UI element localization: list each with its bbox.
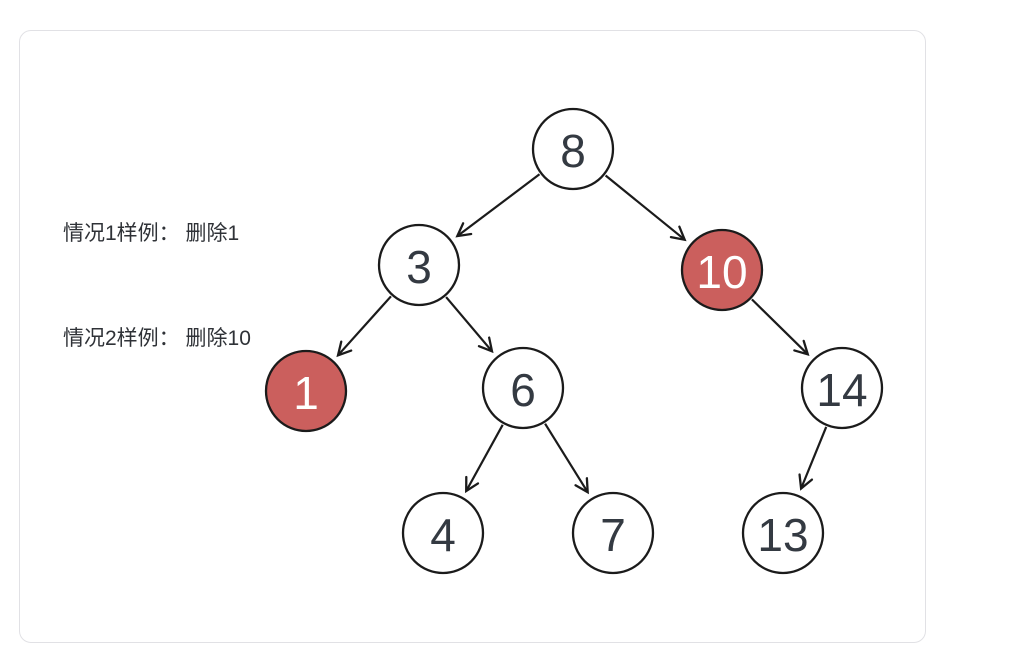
- case-2-annotation: 情况2样例： 删除10: [63, 327, 251, 350]
- tree-node-8: 8: [531, 107, 615, 191]
- node-circle-6: [481, 346, 565, 430]
- node-circle-10: [680, 228, 764, 312]
- tree-node-6: 6: [481, 346, 565, 430]
- node-label-4: 4: [430, 509, 456, 561]
- tree-node-14: 14: [800, 346, 884, 430]
- node-label-14: 14: [816, 364, 867, 416]
- edge-8-to-3: [455, 173, 541, 238]
- edge-10-to-14: [751, 298, 810, 356]
- edge-3-to-6: [445, 296, 494, 354]
- node-circle-8: [531, 107, 615, 191]
- edges-layer: [336, 173, 828, 495]
- tree-node-1: 1: [264, 349, 348, 433]
- case-annotations: 情况1样例： 删除1 情况2样例： 删除10: [63, 146, 251, 426]
- tree-node-13: 13: [741, 491, 825, 575]
- nodes-layer: 8 3 10 1 6 14 4 7 13: [264, 107, 884, 575]
- edge-6-to-4: [465, 424, 504, 494]
- node-circle-14: [800, 346, 884, 430]
- node-label-13: 13: [757, 509, 808, 561]
- node-circle-13: [741, 491, 825, 575]
- node-circle-3: [377, 223, 461, 307]
- node-label-10: 10: [696, 246, 747, 298]
- node-circle-7: [571, 491, 655, 575]
- case-1-annotation: 情况1样例： 删除1: [63, 222, 240, 245]
- node-circle-4: [401, 491, 485, 575]
- node-label-6: 6: [510, 364, 536, 416]
- edge-14-to-13: [798, 426, 828, 491]
- tree-node-4: 4: [401, 491, 485, 575]
- tree-node-10: 10: [680, 228, 764, 312]
- node-label-3: 3: [406, 241, 432, 293]
- tree-node-7: 7: [571, 491, 655, 575]
- node-circle-1: [264, 349, 348, 433]
- node-label-7: 7: [600, 509, 626, 561]
- edge-8-to-10: [604, 174, 687, 242]
- edge-6-to-7: [544, 423, 589, 495]
- node-label-8: 8: [560, 125, 586, 177]
- node-label-1: 1: [293, 367, 319, 419]
- edge-3-to-1: [336, 295, 392, 358]
- tree-node-3: 3: [377, 223, 461, 307]
